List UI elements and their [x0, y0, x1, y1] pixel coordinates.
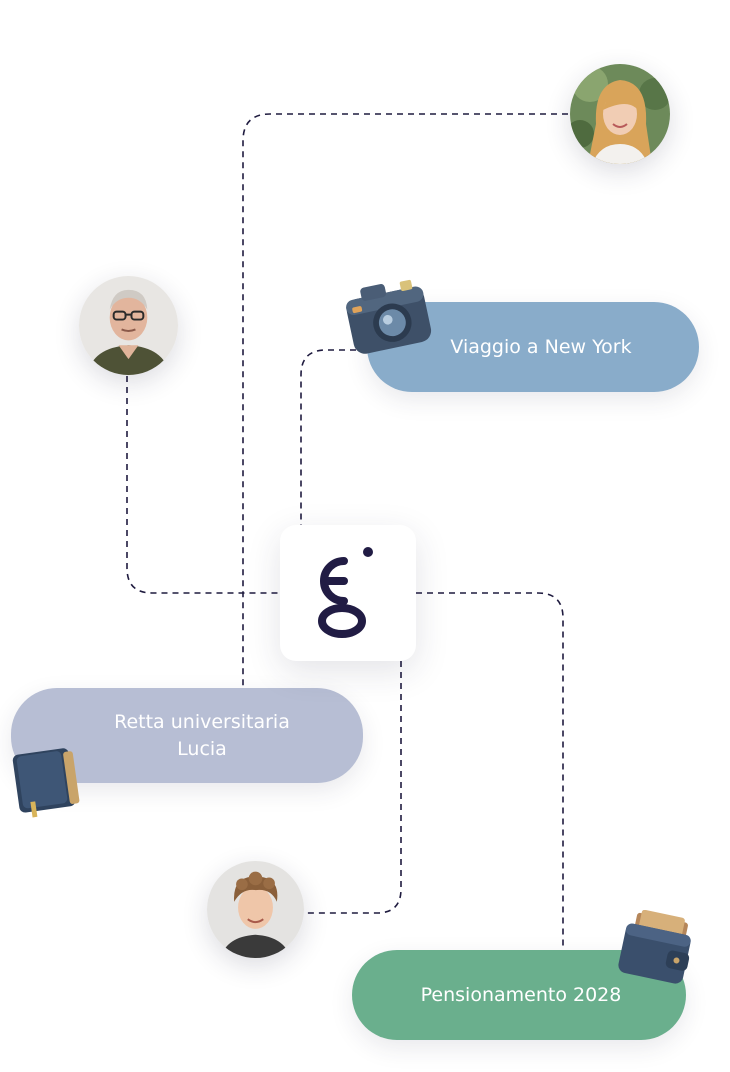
teen-avatar[interactable] [207, 861, 304, 958]
woman-portrait [570, 64, 670, 164]
camera-icon [346, 279, 432, 354]
connector-woman-to-university [242, 113, 568, 688]
goal-label-university: Retta universitaria Lucia [114, 710, 290, 760]
connector-go-to-pension [416, 592, 564, 950]
connector-travel-to-go [300, 349, 367, 525]
teen-portrait [207, 861, 304, 958]
man-avatar[interactable] [79, 276, 178, 375]
go-logo [318, 547, 373, 638]
woman-avatar[interactable] [570, 64, 670, 164]
goal-label-travel: Viaggio a New York [450, 335, 632, 358]
connector-go-to-teen [305, 661, 402, 914]
connector-man-to-go [126, 376, 280, 594]
goal-label-pension: Pensionamento 2028 [420, 983, 622, 1006]
go-logo-card[interactable] [280, 525, 416, 661]
book-icon [12, 748, 80, 818]
wallet-icon [618, 910, 691, 984]
man-portrait [79, 276, 178, 375]
